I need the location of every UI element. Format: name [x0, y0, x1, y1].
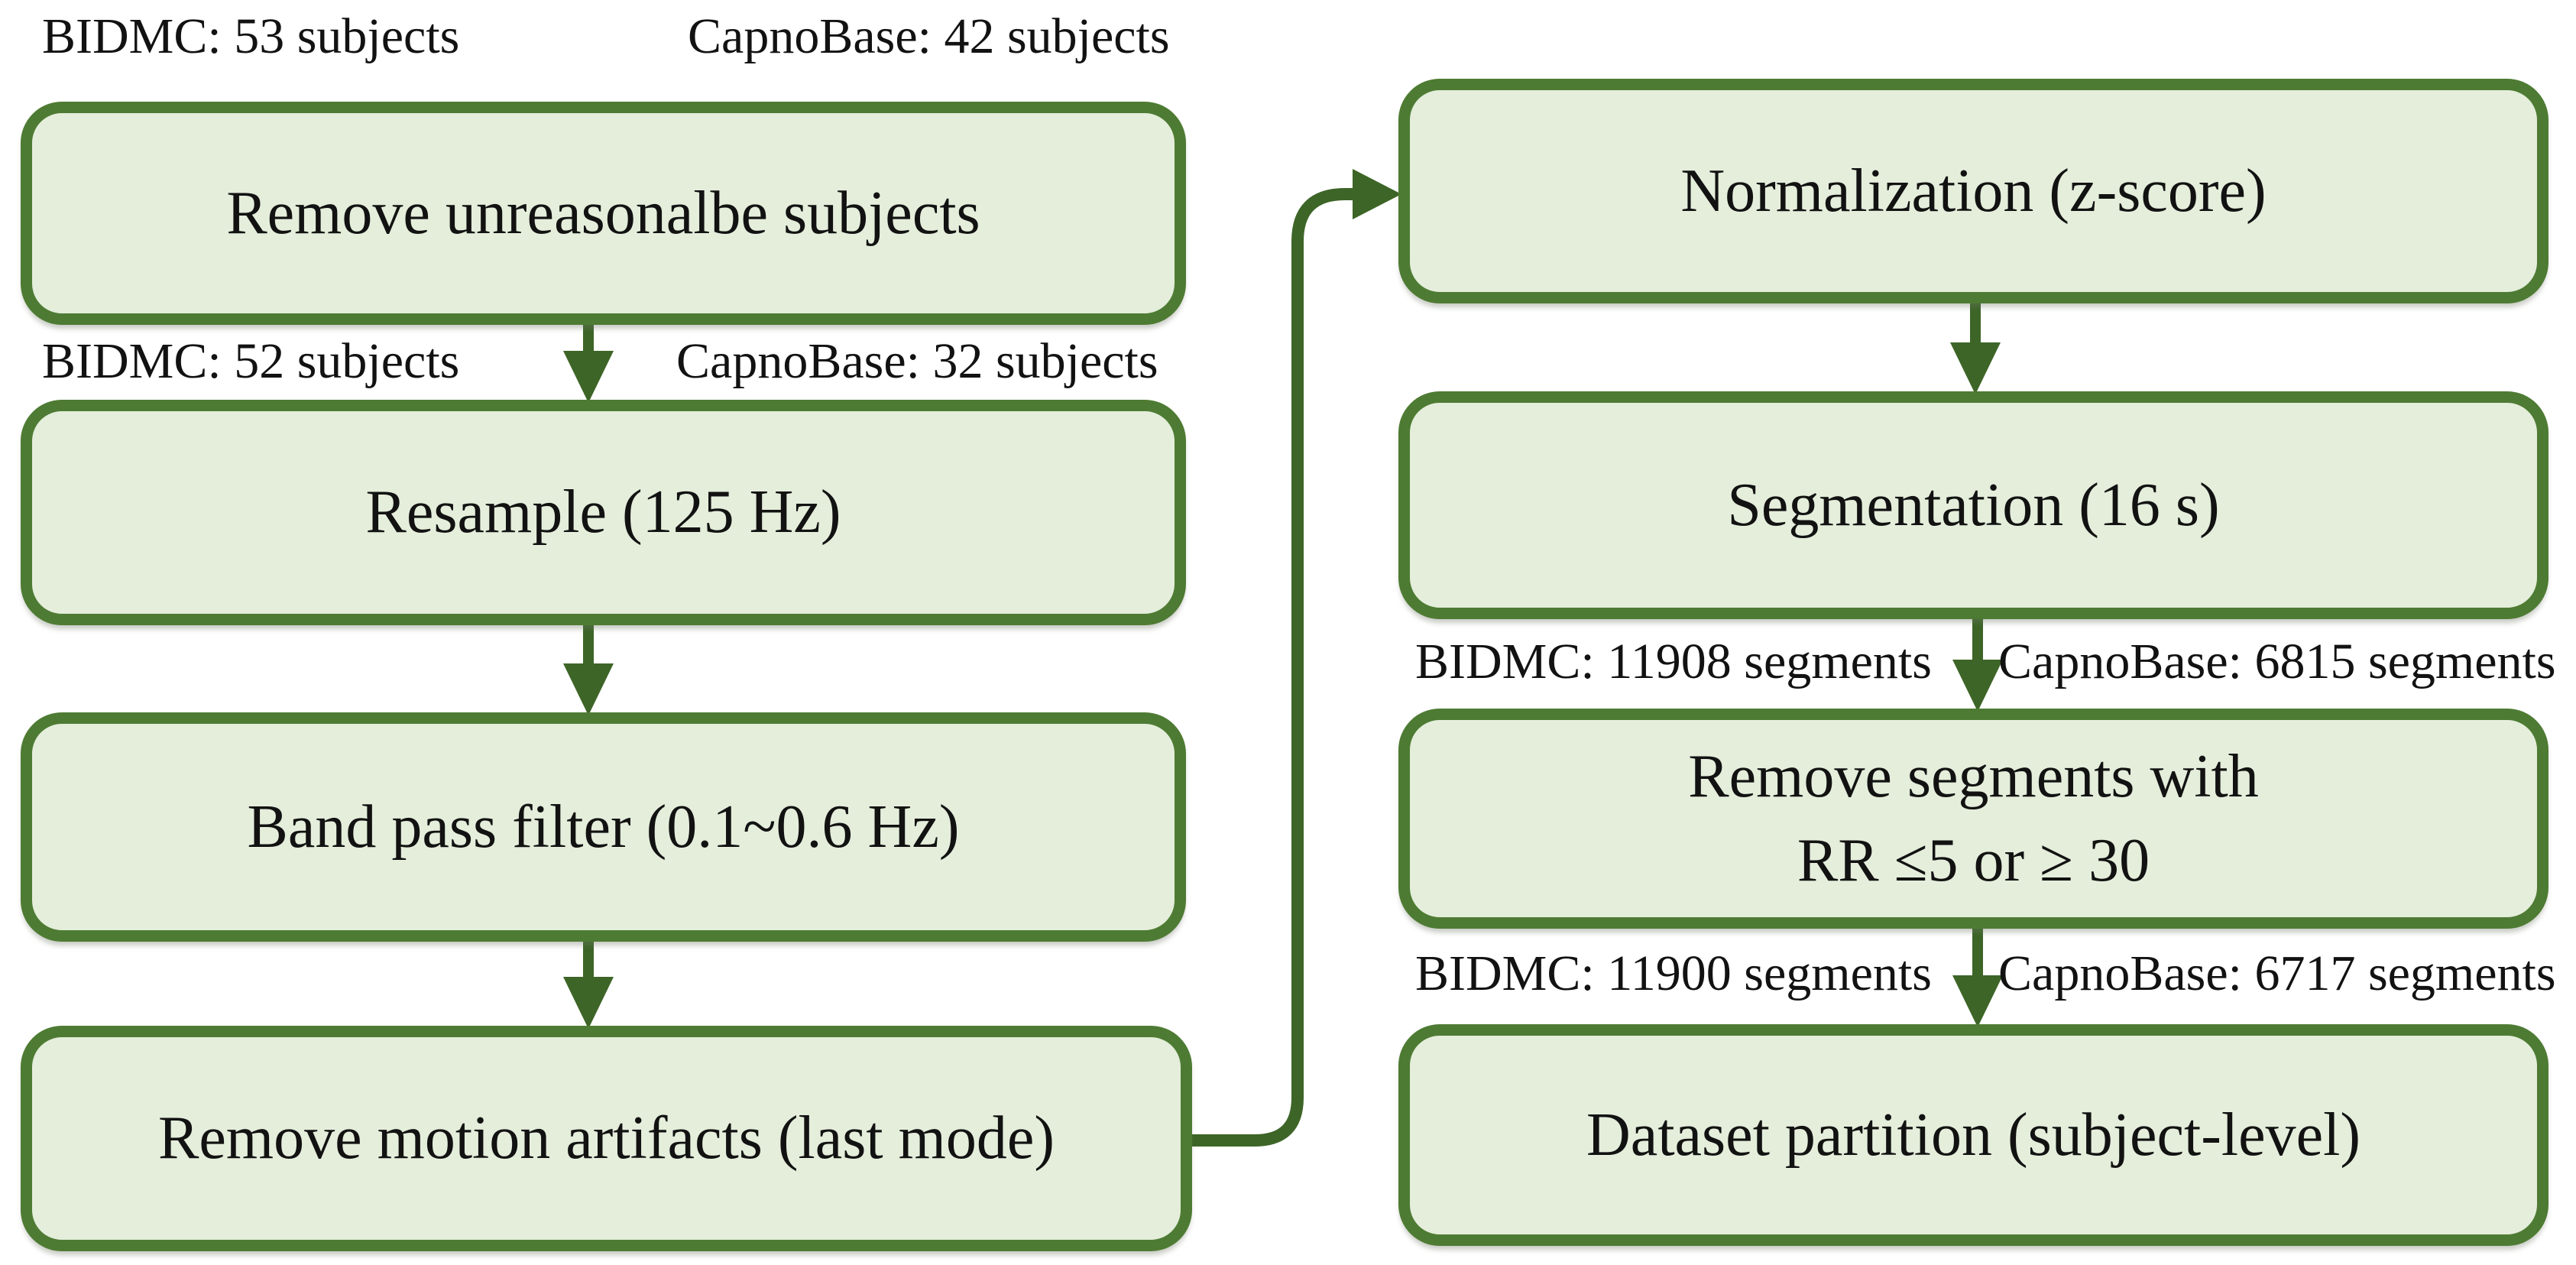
count-label-capnobase-42-subjects: CapnoBase: 42 subjects	[688, 8, 1170, 64]
flow-box-label: Normalization (z-score)	[1680, 157, 2267, 225]
count-label-bidmc-53-subjects: BIDMC: 53 subjects	[42, 8, 460, 64]
flow-box-segmentation: Segmentation (16 s)	[1398, 391, 2548, 619]
flow-box-band-pass-filter: Band pass filter (0.1~0.6 Hz)	[21, 712, 1186, 942]
flow-box-dataset-partition: Dataset partition (subject-level)	[1398, 1024, 2548, 1246]
flow-box-resample: Resample (125 Hz)	[21, 400, 1186, 625]
flow-box-remove-unreasonable-subjects: Remove unreasonalbe subjects	[21, 102, 1186, 325]
flow-box-label-line1: Remove segments with	[1688, 742, 2259, 810]
flow-box-label: Remove unreasonalbe subjects	[226, 179, 980, 247]
flow-box-normalization: Normalization (z-score)	[1398, 79, 2548, 303]
count-label-capnobase-6717-segments: CapnoBase: 6717 segments	[1998, 946, 2556, 1001]
count-label-bidmc-52-subjects: BIDMC: 52 subjects	[42, 333, 460, 389]
arrow-down-icon	[1950, 303, 2001, 394]
flow-box-label: Dataset partition (subject-level)	[1586, 1101, 2361, 1169]
flow-box-label: Resample (125 Hz)	[365, 478, 841, 547]
flow-box-remove-segments-rr: Remove segments with RR ≤5 or ≥ 30	[1398, 709, 2548, 929]
count-label-bidmc-11900-segments: BIDMC: 11900 segments	[1415, 946, 1932, 1001]
arrow-down-icon	[563, 625, 614, 715]
flow-box-label: Band pass filter (0.1~0.6 Hz)	[247, 793, 960, 861]
count-label-bidmc-11908-segments: BIDMC: 11908 segments	[1415, 634, 1932, 689]
arrow-down-icon	[563, 942, 614, 1029]
flow-box-label: Remove motion artifacts (last mode)	[157, 1104, 1055, 1173]
count-label-capnobase-32-subjects: CapnoBase: 32 subjects	[676, 333, 1158, 389]
flow-box-label: Segmentation (16 s)	[1727, 471, 2220, 539]
arrow-down-icon	[1952, 619, 2003, 712]
count-label-capnobase-6815-segments: CapnoBase: 6815 segments	[1998, 634, 2556, 689]
arrow-down-icon	[1952, 929, 2003, 1027]
arrow-down-icon	[563, 325, 614, 403]
flow-box-label-line2: RR ≤5 or ≥ 30	[1797, 827, 2150, 894]
flow-box-remove-motion-artifacts: Remove motion artifacts (last mode)	[21, 1026, 1192, 1251]
connector-arrow-icon	[1184, 169, 1401, 1147]
